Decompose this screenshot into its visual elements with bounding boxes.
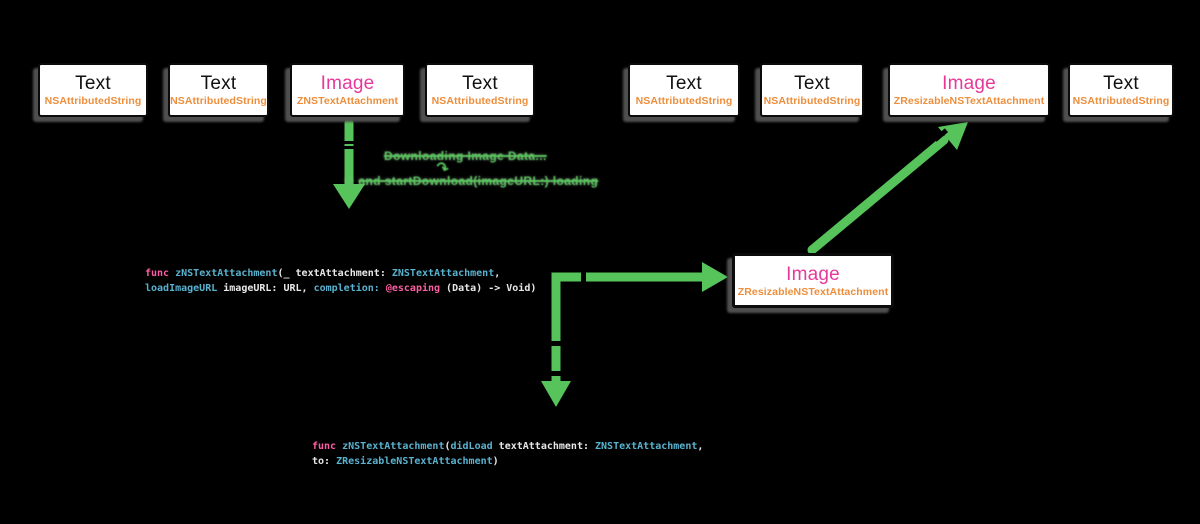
replace-attachment-arrow xyxy=(807,122,968,255)
node-subtitle: ZResizableNSTextAttachment xyxy=(737,285,889,298)
code-token: ( xyxy=(444,441,451,452)
node-title: Text xyxy=(462,73,498,94)
node-text-2: Text NSAttributedString xyxy=(168,63,269,117)
node-title: Image xyxy=(942,73,996,94)
datasource-flow-arrow xyxy=(541,262,728,407)
code-delegate-method: func zNSTextAttachment(didLoad textAttac… xyxy=(312,440,703,469)
code-token: zNSTextAttachment xyxy=(342,441,445,452)
code-token: imageURL: URL, xyxy=(217,282,314,294)
node-text-6: Text NSAttributedString xyxy=(1068,63,1174,117)
node-text-1: Text NSAttributedString xyxy=(38,63,148,117)
node-subtitle: NSAttributedString xyxy=(431,95,529,107)
code-token: ) xyxy=(492,455,499,467)
node-subtitle: NSAttributedString xyxy=(635,95,733,107)
node-text-5: Text NSAttributedString xyxy=(760,63,864,117)
scribble-icon: ✳ xyxy=(344,174,355,188)
node-subtitle: ZResizableNSTextAttachment xyxy=(893,95,1045,107)
node-text-3: Text NSAttributedString xyxy=(425,63,535,117)
node-title: Text xyxy=(75,73,111,94)
node-image-zresizable-center: Image ZResizableNSTextAttachment xyxy=(732,253,894,308)
code-token: didLoad xyxy=(450,441,493,452)
node-image-zresizable-top: Image ZResizableNSTextAttachment xyxy=(888,63,1050,117)
code-token: zNSTextAttachment xyxy=(175,268,278,279)
code-token: ZResizableNSTextAttachment xyxy=(336,455,493,467)
annotation-line2: ✳and startDownload(imageURL:) loading xyxy=(344,174,598,188)
code-token: , xyxy=(697,441,704,452)
node-subtitle: NSAttributedString xyxy=(763,95,861,107)
node-title: Text xyxy=(200,73,237,94)
code-token: (_ textAttachment: xyxy=(277,268,392,279)
code-token: loadImageURL xyxy=(145,282,218,294)
code-token: func xyxy=(145,268,176,279)
download-start-arrow xyxy=(333,118,365,209)
code-token: textAttachment: xyxy=(492,441,596,452)
node-image-znstextattachment: Image ZNSTextAttachment xyxy=(290,63,405,117)
annotation-line2-text: and startDownload(imageURL:) loading xyxy=(358,174,599,188)
node-subtitle: NSAttributedString xyxy=(44,95,142,107)
node-title: Text xyxy=(1103,73,1139,94)
node-subtitle: NSAttributedString xyxy=(170,95,267,107)
node-subtitle: ZNSTextAttachment xyxy=(296,95,399,107)
code-token: func xyxy=(312,441,343,452)
code-token: @escaping xyxy=(385,282,441,294)
node-title: Text xyxy=(666,73,702,94)
code-token: ZNSTextAttachment xyxy=(595,441,698,452)
node-title: Text xyxy=(794,73,830,94)
node-title: Image xyxy=(786,263,840,285)
code-token: , xyxy=(494,268,501,279)
node-title: Image xyxy=(320,73,375,94)
code-datasource-method: func zNSTextAttachment(_ textAttachment:… xyxy=(145,267,536,296)
node-text-4: Text NSAttributedString xyxy=(628,63,740,117)
annotation-line1: Downloading Image Data... xyxy=(384,149,547,163)
code-token: to: xyxy=(312,455,337,467)
code-token: completion: xyxy=(313,282,380,294)
code-token: (Data) -> Void) xyxy=(440,282,537,294)
code-token: ZNSTextAttachment xyxy=(391,268,495,279)
node-subtitle: NSAttributedString xyxy=(1072,95,1170,107)
